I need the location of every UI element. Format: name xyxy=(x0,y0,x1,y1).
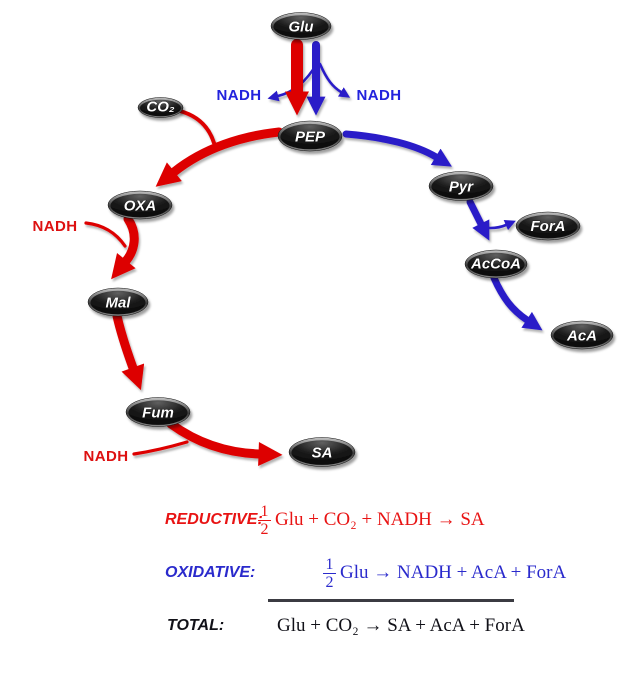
node-mal-core xyxy=(90,290,146,315)
node-sa-label: SA xyxy=(312,445,333,462)
node-aca: AcA xyxy=(550,320,614,350)
equation-reductive-body: Glu + CO₂ + NADH → SA xyxy=(275,509,485,530)
fraction-denominator: 2 xyxy=(260,520,269,538)
node-glu-core xyxy=(273,15,329,38)
node-pyr-core xyxy=(431,174,491,199)
arrow-pyr-accoa xyxy=(466,198,490,241)
node-pep-core xyxy=(280,123,340,150)
node-glu-label: Glu xyxy=(289,19,314,36)
node-sa: SA xyxy=(288,437,356,467)
node-glu: Glu xyxy=(270,12,332,40)
node-pyr: Pyr xyxy=(428,171,494,201)
node-mal-label: Mal xyxy=(105,295,131,312)
node-fum: Fum xyxy=(125,397,191,427)
sum-rule-line xyxy=(268,599,514,602)
equation-oxidative: OXIDATIVE: 1 2 Glu → NADH + AcA + ForA xyxy=(165,553,566,593)
node-fora-core xyxy=(518,214,578,239)
node-pyr-label: Pyr xyxy=(449,179,474,196)
arrow-co2-merge xyxy=(178,109,216,145)
oxidative-pathway-arrows xyxy=(267,41,543,331)
fraction-one-half-oxidative: 1 2 xyxy=(323,556,336,591)
label-nadh-glycolysis-left: NADH xyxy=(217,87,262,104)
node-aca-core xyxy=(553,323,611,348)
node-co2-label: CO₂ xyxy=(146,99,175,116)
arrow-pep-oxa xyxy=(155,127,284,187)
fraction-numerator: 1 xyxy=(323,556,336,574)
label-nadh-fum-sa: NADH xyxy=(84,448,129,465)
fraction-one-half-reductive: 1 2 xyxy=(258,503,271,538)
arrow-mal-fum xyxy=(112,311,145,391)
node-oxa: OXA xyxy=(107,190,173,220)
equation-reductive-label: REDUCTIVE: xyxy=(165,511,263,528)
label-nadh-glycolysis-right: NADH xyxy=(357,87,402,104)
node-oxa-label: OXA xyxy=(124,198,157,215)
node-aca-label: AcA xyxy=(566,328,597,345)
node-accoa-core xyxy=(467,252,525,277)
node-accoa: AcCoA xyxy=(464,249,528,279)
arrow-accoa-aca xyxy=(490,274,543,331)
node-sa-core xyxy=(291,440,353,465)
equation-oxidative-body: Glu → NADH + AcA + ForA xyxy=(340,562,567,583)
fraction-denominator: 2 xyxy=(325,573,334,591)
reductive-pathway-arrows xyxy=(84,39,309,466)
label-nadh-oxa-mal: NADH xyxy=(33,218,78,235)
equation-total-body: Glu + CO₂ → SA + AcA + ForA xyxy=(277,615,525,636)
node-fum-core xyxy=(128,400,188,425)
equation-oxidative-label: OXIDATIVE: xyxy=(165,564,256,581)
equation-reductive: REDUCTIVE: 1 2 Glu + CO₂ + NADH → SA xyxy=(165,500,485,540)
arrow-nadh-merge-oxa-mal xyxy=(84,221,127,248)
equation-total-label: TOTAL: xyxy=(167,617,225,634)
arrow-oxa-mal xyxy=(111,214,139,280)
node-mal: Mal xyxy=(87,287,149,317)
arrow-fum-sa xyxy=(166,419,283,466)
node-pep-label: PEP xyxy=(295,129,326,146)
node-co2: CO₂ xyxy=(137,97,184,118)
arrow-pyr-fora-branch xyxy=(478,220,516,231)
arrow-pep-pyr xyxy=(342,130,452,167)
arrow-nadh-branch-right xyxy=(318,62,351,98)
node-oxa-core xyxy=(110,193,170,218)
arrow-nadh-merge-fum-sa xyxy=(132,440,189,456)
node-co2-core xyxy=(140,99,181,117)
equation-total: TOTAL: Glu + CO₂ → SA + AcA + ForA xyxy=(167,613,525,639)
node-pep: PEP xyxy=(277,120,343,152)
node-fum-label: Fum xyxy=(142,405,174,422)
node-accoa-label: AcCoA xyxy=(470,256,521,273)
fraction-numerator: 1 xyxy=(258,503,271,521)
node-fora-label: ForA xyxy=(531,218,566,235)
node-fora: ForA xyxy=(515,211,581,241)
